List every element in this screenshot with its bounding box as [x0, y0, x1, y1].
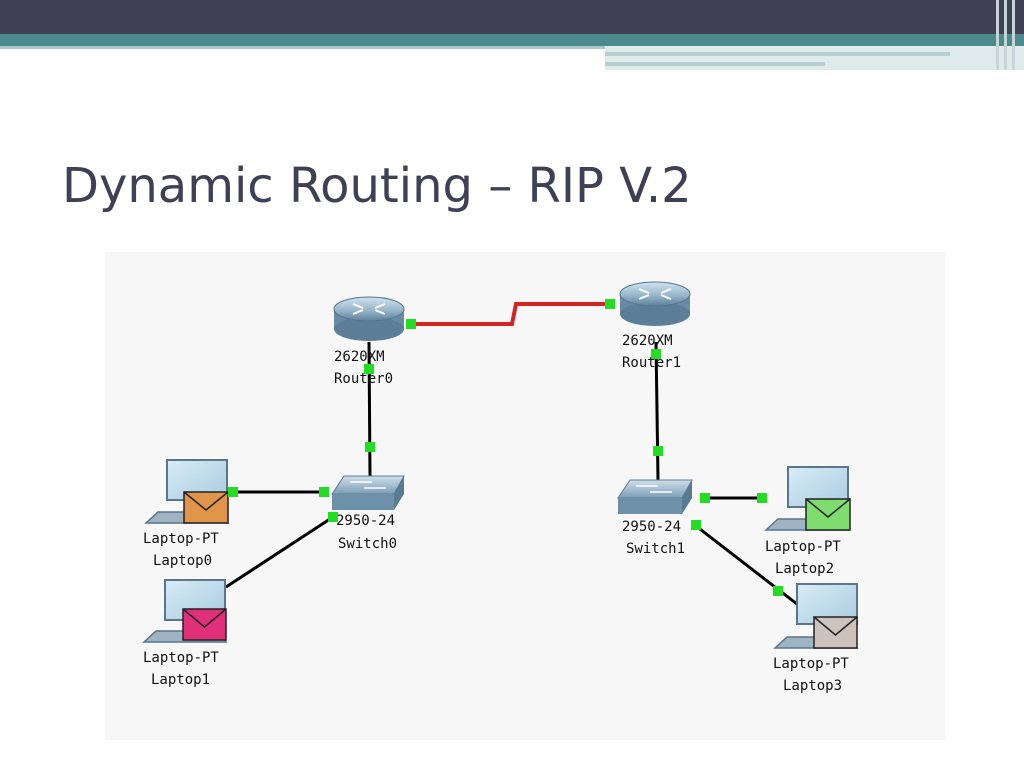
router1-model-label: 2620XM [622, 333, 673, 349]
envelope-icon [813, 616, 858, 649]
port-led [406, 319, 416, 329]
switch1-device[interactable] [617, 479, 693, 514]
switch0-model-label: 2950-24 [336, 513, 395, 529]
router-arrows-icon [352, 303, 386, 315]
switch0-device[interactable] [331, 475, 405, 510]
port-led [228, 487, 238, 497]
laptop1-name-label: Laptop1 [151, 672, 210, 688]
port-led [364, 364, 374, 374]
port-led [757, 493, 767, 503]
links-group [225, 302, 798, 606]
laptop1-device[interactable] [142, 579, 228, 643]
envelope-icon [805, 498, 851, 531]
router1-device[interactable] [619, 281, 691, 326]
router0-name-label: Router0 [334, 371, 393, 387]
switch0-name-label: Switch0 [338, 536, 397, 552]
switch1-name-label: Switch1 [626, 541, 685, 557]
port-led [773, 586, 783, 596]
header-accent-line-2 [605, 62, 825, 66]
port-led [319, 487, 329, 497]
corner-stripe-1 [996, 0, 999, 70]
port-leds [228, 299, 783, 596]
link-router0-router1 [410, 302, 612, 326]
router1-name-label: Router1 [622, 355, 681, 371]
corner-stripe-2 [1004, 0, 1007, 70]
port-led [653, 446, 663, 456]
envelope-icon [183, 491, 229, 524]
port-led [328, 512, 338, 522]
port-led [605, 299, 615, 309]
laptop0-device[interactable] [144, 459, 230, 524]
header-accent-right [605, 46, 1024, 70]
header-band-dark [0, 0, 1024, 34]
laptop3-device[interactable] [773, 583, 859, 649]
link-switch0-laptop1 [225, 515, 334, 589]
switch1-model-label: 2950-24 [622, 519, 681, 535]
port-led [700, 493, 710, 503]
router-arrows-icon [638, 288, 672, 300]
corner-stripe-3 [1012, 0, 1015, 70]
laptop2-model-label: Laptop-PT [765, 539, 841, 555]
laptop1-model-label: Laptop-PT [143, 650, 219, 666]
port-led [365, 442, 375, 452]
header-band-thin [0, 46, 605, 49]
laptop3-name-label: Laptop3 [783, 678, 842, 694]
envelope-icon [182, 608, 227, 641]
router0-device[interactable] [333, 296, 405, 341]
header-band-teal [0, 34, 1024, 46]
switch-arrows-icon [636, 485, 672, 493]
laptop0-model-label: Laptop-PT [143, 531, 219, 547]
slide-title: Dynamic Routing – RIP V.2 [62, 158, 692, 214]
laptop2-name-label: Laptop2 [775, 561, 834, 577]
laptop3-model-label: Laptop-PT [773, 656, 849, 672]
laptop0-name-label: Laptop0 [153, 553, 212, 569]
laptop2-device[interactable] [764, 466, 851, 531]
router0-model-label: 2620XM [334, 349, 385, 365]
header-accent-line-1 [605, 52, 950, 56]
link-router1-switch1 [654, 341, 660, 481]
port-led [691, 520, 701, 530]
port-led [651, 349, 661, 359]
switch-arrows-icon [350, 481, 386, 489]
